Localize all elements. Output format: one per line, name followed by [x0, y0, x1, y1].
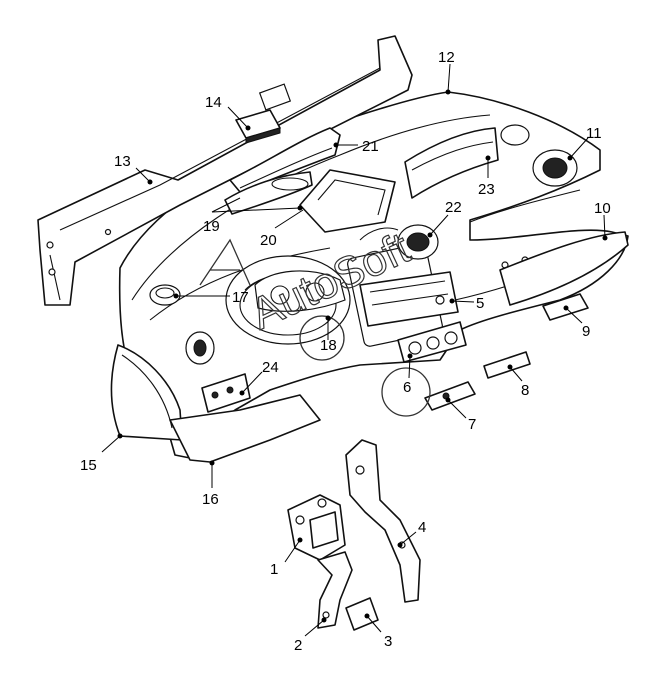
- bracket-2: [317, 551, 353, 629]
- callout-15: 15: [80, 457, 97, 474]
- airbag-cover-23: [404, 127, 499, 199]
- bracket-14: [235, 109, 281, 144]
- callout-20: 20: [260, 232, 277, 249]
- climate-control-6: [397, 321, 467, 363]
- callout-3: 3: [384, 633, 392, 650]
- callout-16: 16: [202, 491, 219, 508]
- leader-lines: [101, 63, 608, 637]
- callout-10: 10: [594, 200, 611, 217]
- callout-14: 14: [205, 94, 222, 111]
- storage-compartment-20: [299, 169, 396, 233]
- callout-19: 19: [203, 218, 220, 235]
- instrument-cluster-18: [254, 270, 346, 312]
- bracket-4: [345, 439, 421, 603]
- round-vent-11: [500, 124, 578, 187]
- clip-3: [345, 597, 379, 631]
- callout-24: 24: [262, 359, 279, 376]
- callout-5: 5: [476, 295, 484, 312]
- callout-labels: 1 2 3 4 5 6 7 8 9 10 11 12 13 14 15 16 1…: [80, 49, 611, 654]
- callout-22: 22: [445, 199, 462, 216]
- right-trim-10: [499, 231, 629, 306]
- callout-13: 13: [114, 153, 131, 170]
- callout-18: 18: [320, 337, 337, 354]
- callout-23: 23: [478, 181, 495, 198]
- callout-7: 7: [468, 416, 476, 433]
- callout-1: 1: [270, 561, 278, 578]
- callout-2: 2: [294, 637, 302, 654]
- callout-4: 4: [418, 519, 426, 536]
- radio-unit-5: [359, 271, 459, 327]
- switch-panel-24: [201, 373, 251, 413]
- switch-7: [424, 381, 476, 411]
- switch-8: [483, 351, 531, 379]
- duct-19: [224, 171, 313, 215]
- callout-6: 6: [403, 379, 411, 396]
- callout-21: 21: [362, 138, 379, 155]
- cross-car-beam: [37, 35, 413, 306]
- callout-11: 11: [586, 125, 602, 142]
- callout-17: 17: [232, 289, 249, 306]
- vent-17: [149, 284, 181, 306]
- callout-12: 12: [438, 49, 455, 66]
- lower-trim-16: [169, 394, 321, 463]
- callout-8: 8: [521, 382, 529, 399]
- bracket-1: [287, 494, 346, 561]
- callout-9: 9: [582, 323, 590, 340]
